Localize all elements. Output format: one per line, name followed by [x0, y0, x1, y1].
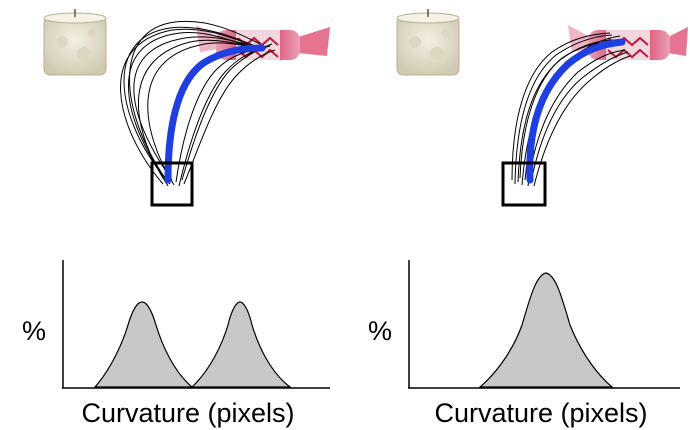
- distribution-plot-left: % Curvature (pixels): [22, 260, 330, 428]
- mean-trajectory: [526, 38, 626, 184]
- start-square: [150, 161, 194, 207]
- candle-icon: [43, 9, 107, 76]
- candle-icon: [396, 9, 460, 76]
- x-axis-label: Curvature (pixels): [434, 398, 647, 428]
- distribution-curve: [93, 301, 292, 388]
- y-axis-label: %: [22, 316, 46, 346]
- individual-trajectories: [511, 32, 631, 187]
- panel-right: % Curvature (pixels): [368, 9, 688, 428]
- distribution-curve: [478, 272, 614, 388]
- distribution-plot-right: % Curvature (pixels): [368, 260, 680, 428]
- x-axis-label: Curvature (pixels): [81, 398, 294, 428]
- individual-trajectories: [120, 20, 276, 187]
- y-axis-label: %: [368, 316, 392, 346]
- panel-left: % Curvature (pixels): [22, 9, 330, 428]
- mean-trajectory: [164, 44, 266, 184]
- start-square: [501, 161, 547, 207]
